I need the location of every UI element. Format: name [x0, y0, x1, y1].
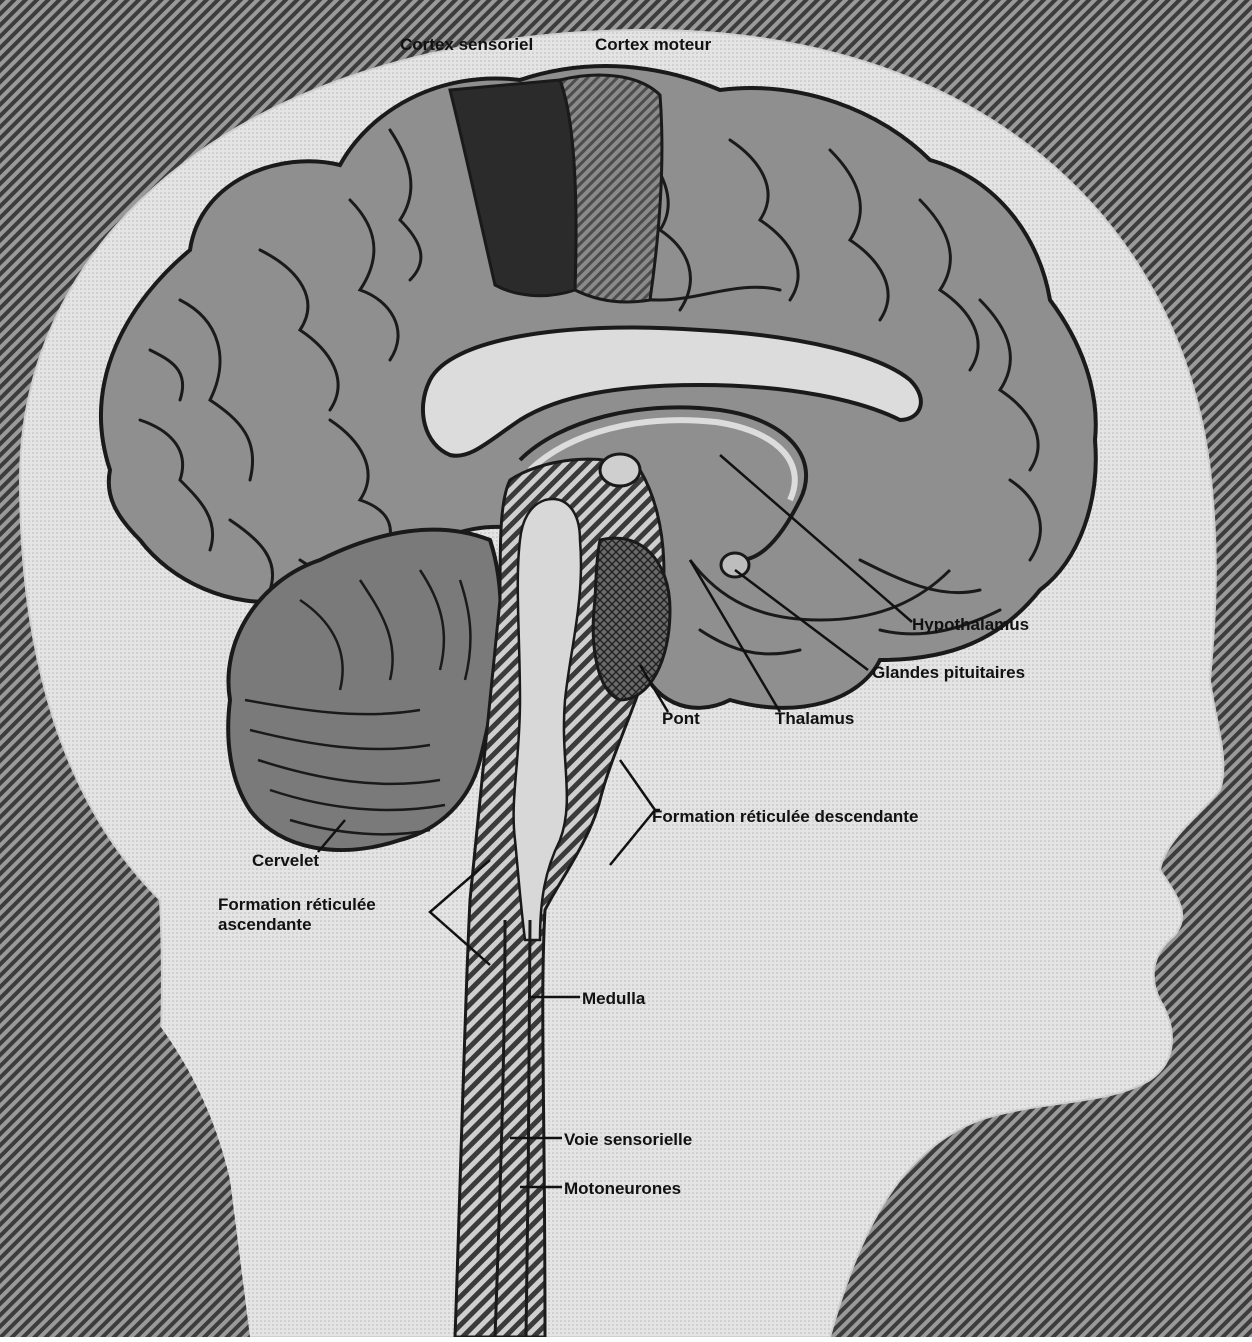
label-cortex-sensoriel: Cortex sensoriel	[400, 35, 533, 54]
label-cervelet: Cervelet	[252, 851, 319, 870]
label-formation-descendante: Formation réticulée descendante	[652, 807, 918, 826]
pituitary-shape	[721, 553, 749, 577]
label-hypothalamus: Hypothalamus	[912, 615, 1029, 634]
label-formation-ascendante-2: ascendante	[218, 915, 312, 934]
thalamus-shape	[600, 454, 640, 486]
label-cortex-moteur: Cortex moteur	[595, 35, 712, 54]
label-motoneurones: Motoneurones	[564, 1179, 681, 1198]
label-pont: Pont	[662, 709, 700, 728]
label-medulla: Medulla	[582, 989, 646, 1008]
motor-cortex	[560, 75, 662, 302]
label-formation-ascendante-1: Formation réticulée	[218, 895, 376, 914]
label-voie-sensorielle: Voie sensorielle	[564, 1130, 692, 1149]
label-thalamus: Thalamus	[775, 709, 854, 728]
label-glandes-pituitaires: Glandes pituitaires	[872, 663, 1025, 682]
